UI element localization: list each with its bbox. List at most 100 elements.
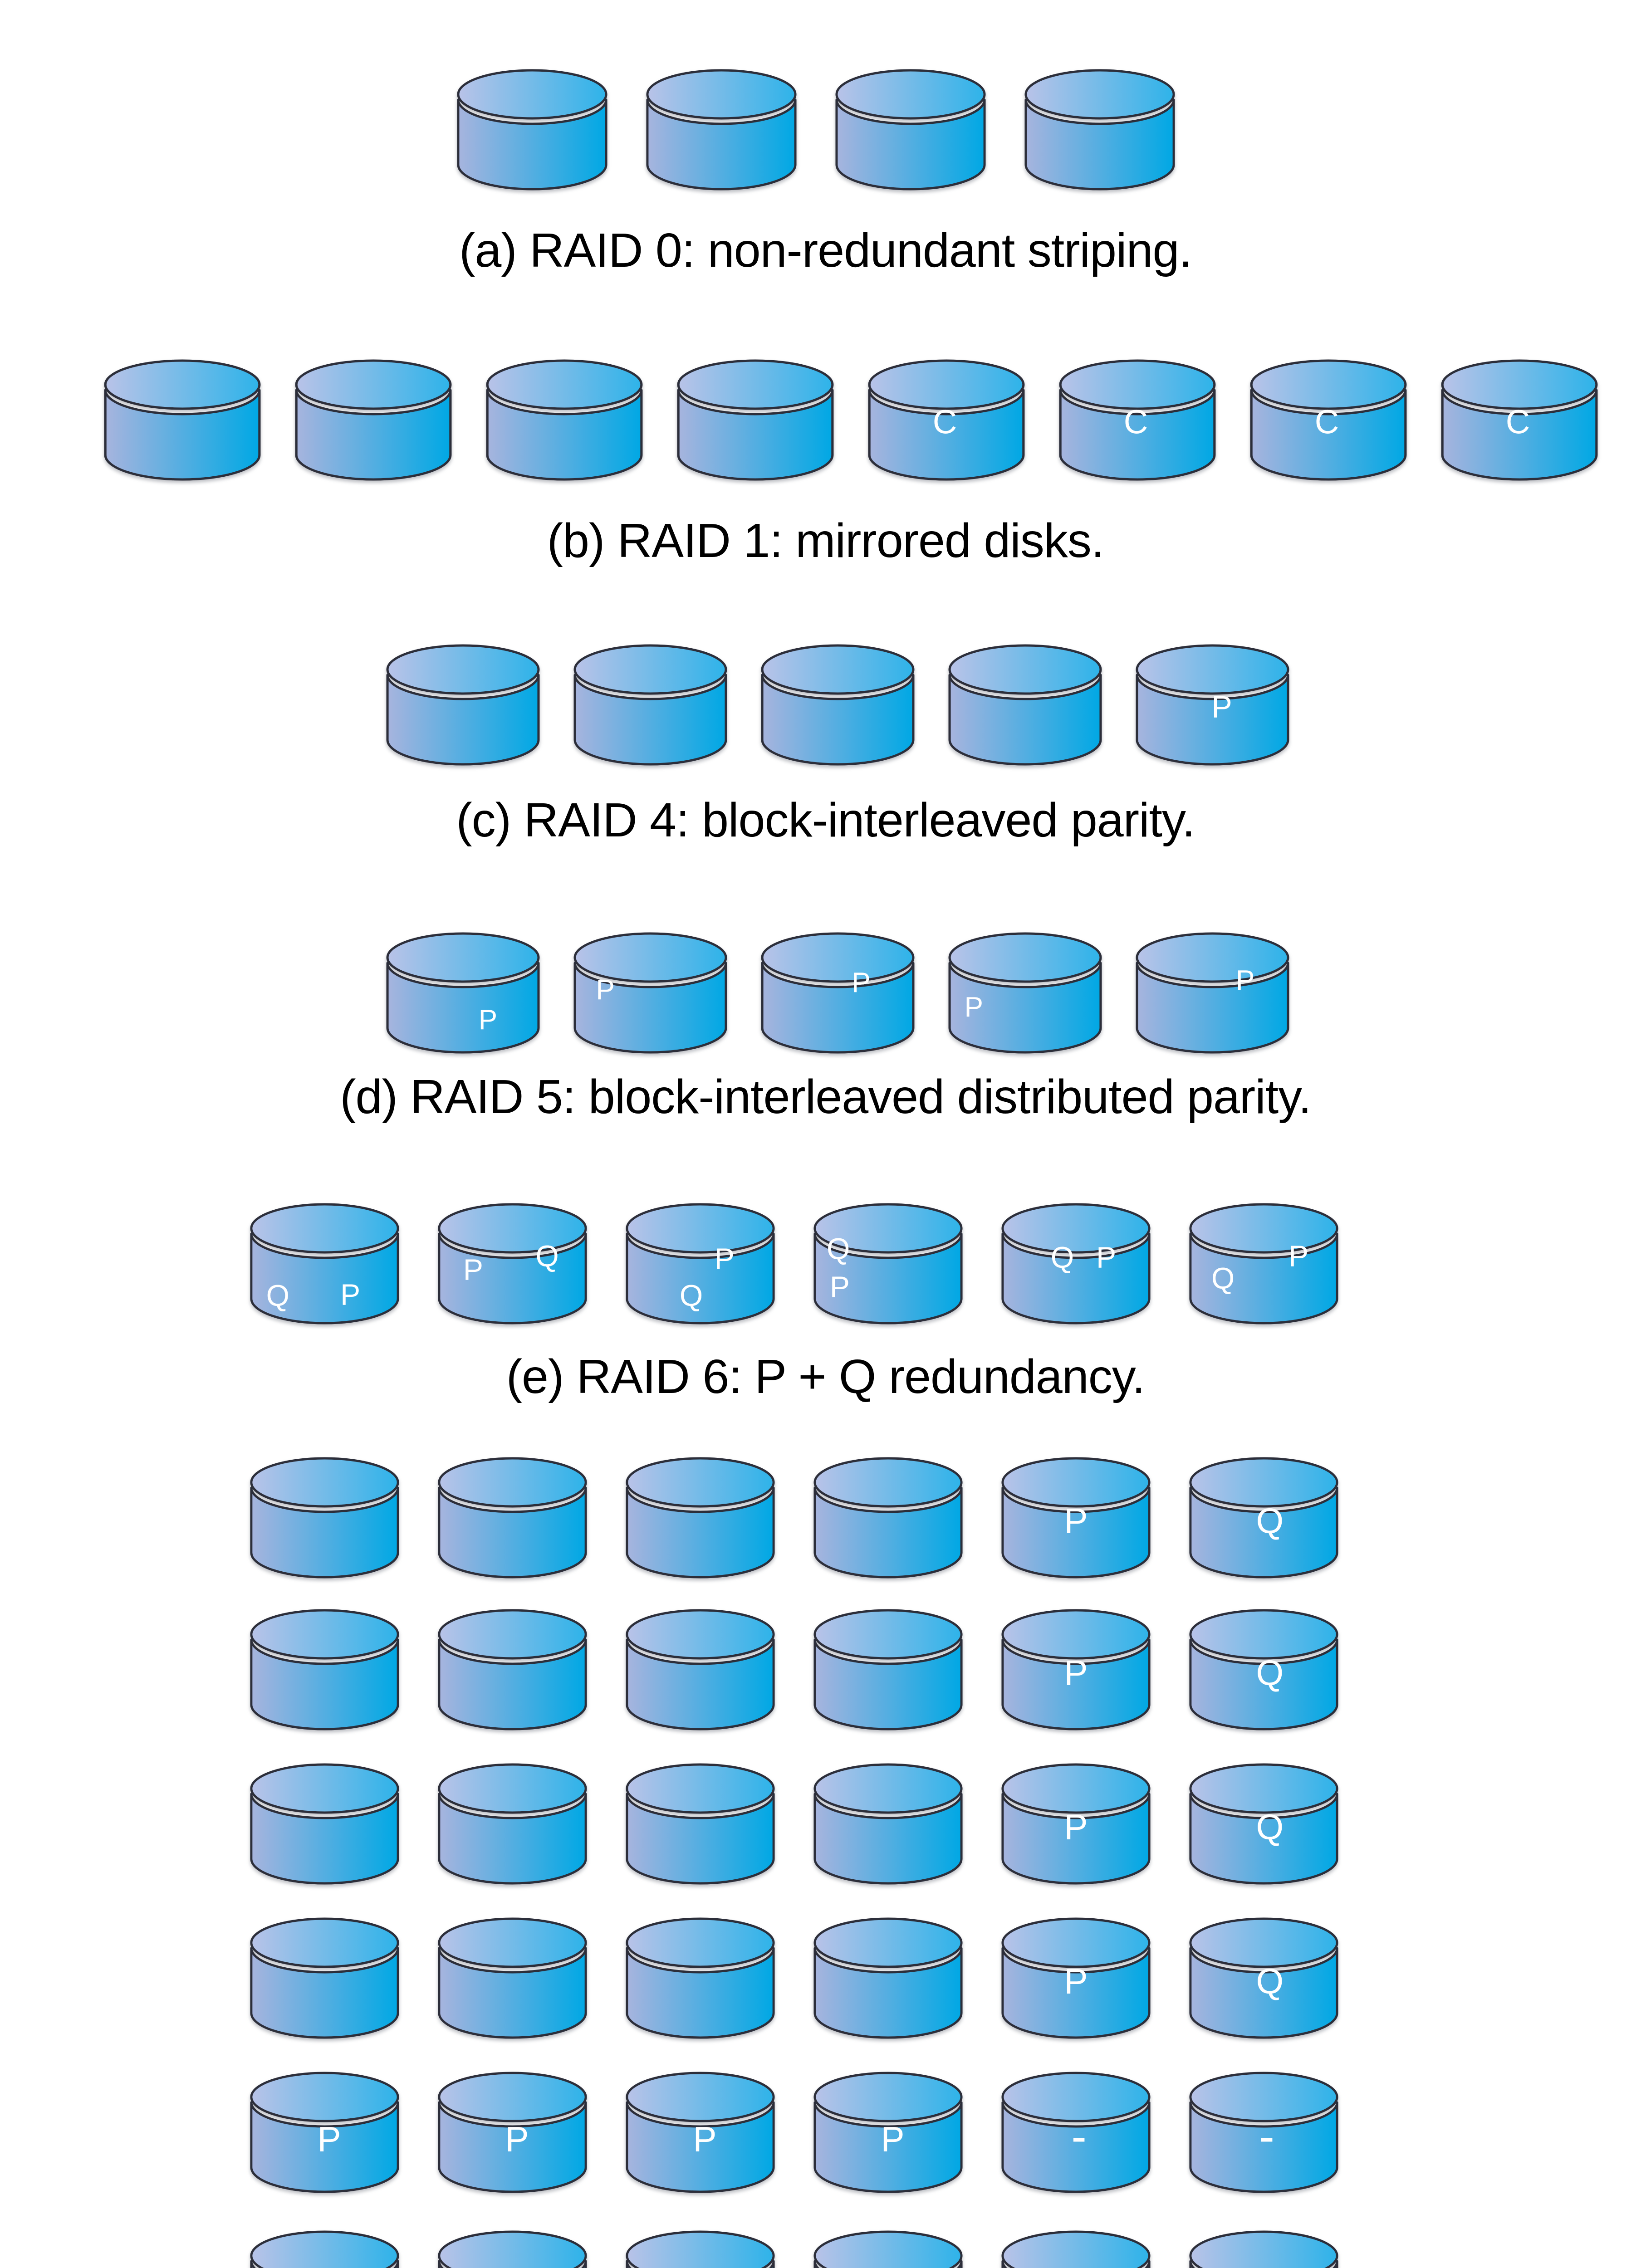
disk-body [761, 674, 915, 766]
disk-body [438, 1947, 587, 2039]
disk-top [626, 1203, 775, 1254]
disk-top [813, 1457, 963, 1508]
disk-label: P [852, 967, 871, 998]
disk-f-r2-c3 [625, 1608, 776, 1731]
caption-a: (a) RAID 0: non-redundant striping. [459, 224, 1192, 277]
disk-top [948, 932, 1102, 983]
disk-label: P [714, 1242, 735, 1276]
disk-label: Q [1256, 1807, 1284, 1847]
disk-label: P [1211, 689, 1232, 724]
disk-body [486, 389, 643, 481]
disk-top [438, 1609, 587, 1660]
disk-top [438, 1203, 587, 1254]
disk-body [104, 389, 261, 481]
disk-a-r1-c3 [834, 68, 987, 191]
disk-top [250, 1763, 399, 1814]
disk-body [295, 389, 452, 481]
disk-top [1189, 2072, 1338, 2122]
disk-top [813, 2230, 963, 2268]
disk-top [761, 644, 915, 695]
disk-top [813, 1203, 963, 1254]
disk-f-r3-c1 [249, 1762, 400, 1886]
disk-body [1001, 2101, 1151, 2193]
disk-top [1059, 359, 1216, 410]
caption-b: (b) RAID 1: mirrored disks. [547, 514, 1105, 567]
disk-body [250, 1232, 399, 1325]
disk-top [948, 644, 1102, 695]
disk-body [813, 1947, 963, 2039]
disk-body [1136, 962, 1289, 1054]
disk-top [646, 69, 797, 120]
disk-f-r4-c4 [813, 1916, 964, 2040]
disk-body [1189, 1793, 1338, 1885]
disk-label: P [829, 1270, 850, 1304]
disk-body [626, 1486, 775, 1579]
disk-top [626, 2230, 775, 2268]
disk-top [813, 2072, 963, 2122]
disk-b-r1-c7: C [1249, 358, 1408, 482]
disk-top [573, 932, 727, 983]
disk-d-r1-c3: P [760, 931, 916, 1055]
disk-f-r6-c1: Q [249, 2229, 400, 2268]
disk-body [948, 962, 1102, 1054]
disk-top [250, 1457, 399, 1508]
disk-body [835, 98, 986, 191]
disk-body [250, 2101, 399, 2193]
disk-f-r6-c6: - [1188, 2229, 1339, 2268]
disk-f-r1-c2 [437, 1456, 588, 1579]
disk-body [626, 1793, 775, 1885]
disk-label: P [596, 974, 615, 1006]
disk-body [813, 1793, 963, 1885]
disk-f-r4-c1 [249, 1916, 400, 2040]
disk-label: P [1064, 1501, 1088, 1541]
disk-body [677, 389, 834, 481]
disk-f-r1-c1 [249, 1456, 400, 1579]
disk-label: P [1064, 1652, 1088, 1693]
disk-top [1189, 1763, 1338, 1814]
disk-top [813, 1609, 963, 1660]
disk-f-r5-c5: - [1000, 2071, 1151, 2194]
disk-top [1001, 1917, 1151, 1968]
disk-a-r1-c4 [1024, 68, 1176, 191]
disk-top [868, 359, 1025, 410]
disk-f-r5-c2: P [437, 2071, 588, 2194]
disk-c-r1-c1 [385, 643, 541, 767]
disk-top [1001, 1457, 1151, 1508]
disk-d-r1-c2: P [573, 931, 728, 1055]
disk-label: P [964, 992, 983, 1023]
disk-body [250, 1638, 399, 1730]
disk-top [813, 1917, 963, 1968]
disk-top [677, 359, 834, 410]
disk-body [868, 389, 1025, 481]
disk-body [813, 1486, 963, 1579]
disk-b-r1-c3 [485, 358, 644, 482]
disk-body [646, 98, 797, 191]
disk-top [438, 2230, 587, 2268]
disk-body [1001, 1793, 1151, 1885]
disk-f-r4-c3 [625, 1916, 776, 2040]
disk-top [438, 1917, 587, 1968]
disk-f-r3-c3 [625, 1762, 776, 1886]
disk-top [1189, 1457, 1338, 1508]
disk-label: P [340, 1277, 361, 1311]
disk-body [1250, 389, 1407, 481]
disk-d-r1-c5: P [1135, 931, 1290, 1055]
disk-c-r1-c3 [760, 643, 916, 767]
disk-top [1024, 69, 1175, 120]
disk-d-r1-c4: P [947, 931, 1103, 1055]
disk-top [386, 644, 540, 695]
disk-label: - [1259, 2111, 1274, 2162]
caption-d: (d) RAID 5: block-interleaved distribute… [340, 1070, 1312, 1124]
disk-top [1001, 1609, 1151, 1660]
disk-f-r1-c3 [625, 1456, 776, 1579]
disk-b-r1-c6: C [1058, 358, 1217, 482]
disk-body [813, 1638, 963, 1730]
disk-label: P [317, 2119, 341, 2160]
disk-label: Q [679, 1279, 703, 1313]
disk-top [438, 2072, 587, 2122]
disk-b-r1-c4 [676, 358, 835, 482]
disk-body [250, 1947, 399, 2039]
